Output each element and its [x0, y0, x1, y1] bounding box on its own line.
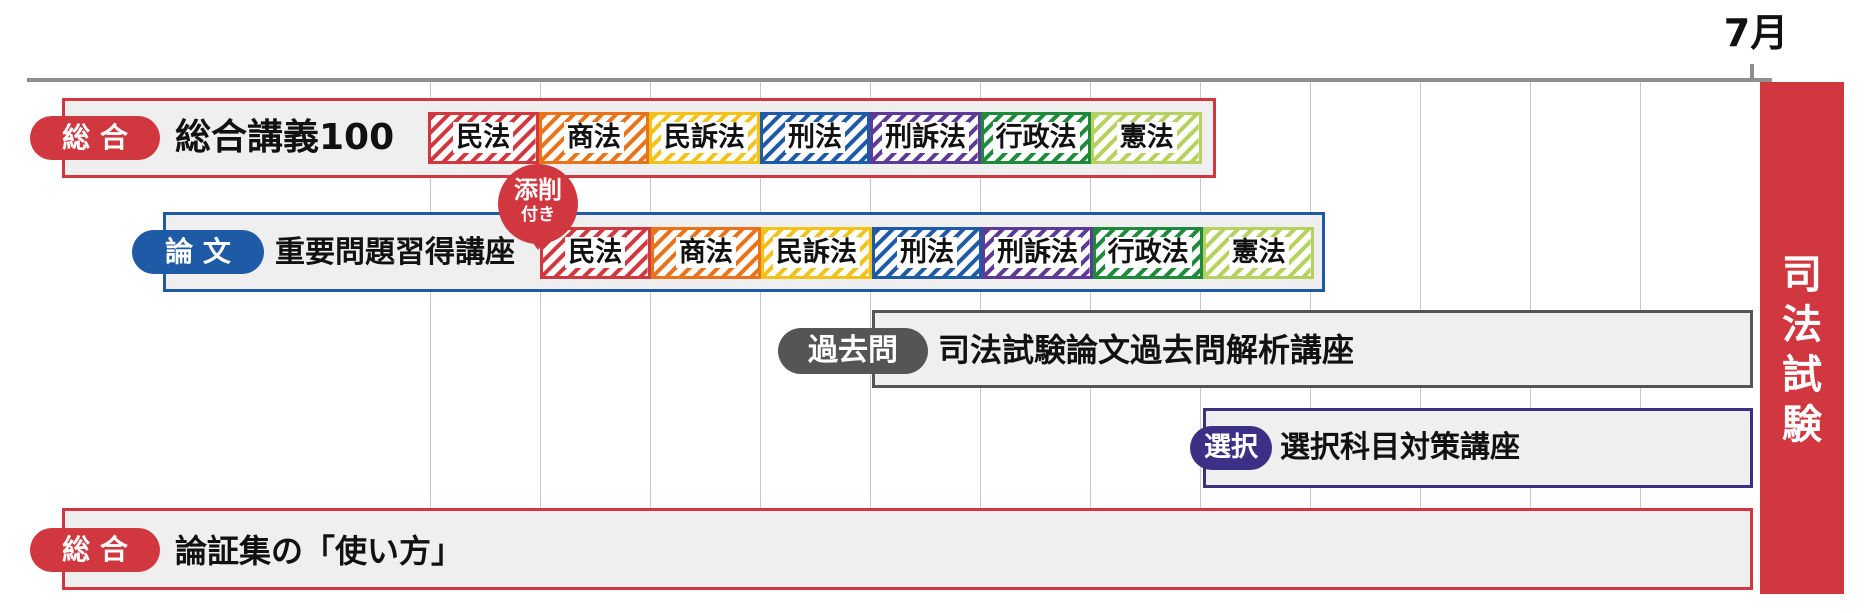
correction-badge: 添削 付き	[498, 164, 578, 244]
subject-segment: 憲法	[1091, 112, 1202, 164]
subject-label: 商法	[563, 122, 624, 153]
course-bar-argument-collection[interactable]	[62, 508, 1753, 590]
subject-label: 民法	[565, 237, 626, 268]
subject-segment: 刑法	[759, 112, 871, 164]
course-tag-general: 総 合	[30, 116, 160, 160]
subject-label: 憲法	[1116, 122, 1177, 153]
subject-label: 憲法	[1228, 237, 1289, 268]
grid-line	[540, 82, 541, 587]
course-tag-general-2: 総 合	[30, 528, 160, 572]
subject-label: 行政法	[992, 122, 1080, 153]
subject-segment: 刑訴法	[870, 112, 981, 164]
subject-segment: 民法	[540, 227, 651, 279]
course-title-general-lecture: 総合講義100	[175, 117, 395, 158]
course-title-past-exam: 司法試験論文過去問解析講座	[938, 331, 1355, 369]
month-label: 7月	[1723, 11, 1789, 55]
exam-label: 司法試験	[1760, 250, 1844, 450]
subject-segment: 刑法	[871, 227, 983, 279]
subject-segment: 行政法	[980, 112, 1092, 164]
course-tag-elective: 選択	[1190, 426, 1272, 470]
month-tick	[1750, 64, 1754, 78]
subject-label: 民訴法	[660, 122, 748, 153]
subject-segment: 行政法	[1092, 227, 1204, 279]
subject-segment: 商法	[538, 112, 650, 164]
subject-track-general-lecture: 民法 商法 民訴法 刑法 刑訴法行政法 憲法	[428, 112, 1202, 164]
course-title-argument-collection: 論証集の「使い方」	[175, 532, 464, 570]
correction-badge-pointer	[528, 236, 548, 250]
exam-label-char: 験	[1782, 402, 1822, 448]
course-bar-past-exam[interactable]	[872, 310, 1753, 388]
subject-label: 刑訴法	[994, 237, 1082, 268]
correction-badge-line1: 添削	[514, 176, 562, 204]
subject-segment: 民訴法	[649, 112, 760, 164]
subject-segment: 民訴法	[761, 227, 872, 279]
subject-label: 刑訴法	[882, 122, 970, 153]
course-tag-past-exam: 過去問	[778, 328, 928, 374]
subject-label: 商法	[675, 237, 736, 268]
exam-column	[1760, 82, 1844, 594]
exam-label-char: 試	[1782, 352, 1822, 398]
grid-line	[430, 82, 431, 587]
subject-segment: 憲法	[1203, 227, 1314, 279]
subject-label: 刑法	[896, 237, 957, 268]
subject-segment: 刑訴法	[982, 227, 1093, 279]
course-title-elective: 選択科目対策講座	[1280, 430, 1520, 465]
timeline-axis	[27, 78, 1772, 82]
grid-line	[760, 82, 761, 587]
exam-label-char: 司	[1782, 252, 1822, 298]
subject-label: 民訴法	[772, 237, 860, 268]
subject-label: 刑法	[784, 122, 845, 153]
subject-label: 民法	[453, 122, 514, 153]
subject-track-essay-lecture: 民法 商法 民訴法 刑法 刑訴法行政法 憲法	[540, 227, 1314, 279]
course-bar-elective[interactable]	[1203, 408, 1753, 488]
subject-segment: 商法	[650, 227, 762, 279]
subject-label: 行政法	[1104, 237, 1192, 268]
course-tag-essay: 論 文	[132, 230, 264, 274]
grid-line	[650, 82, 651, 587]
subject-segment: 民法	[428, 112, 539, 164]
exam-label-char: 法	[1782, 302, 1822, 348]
course-title-essay-lecture: 重要問題習得講座	[275, 235, 515, 270]
correction-badge-line2: 付き	[521, 205, 555, 225]
